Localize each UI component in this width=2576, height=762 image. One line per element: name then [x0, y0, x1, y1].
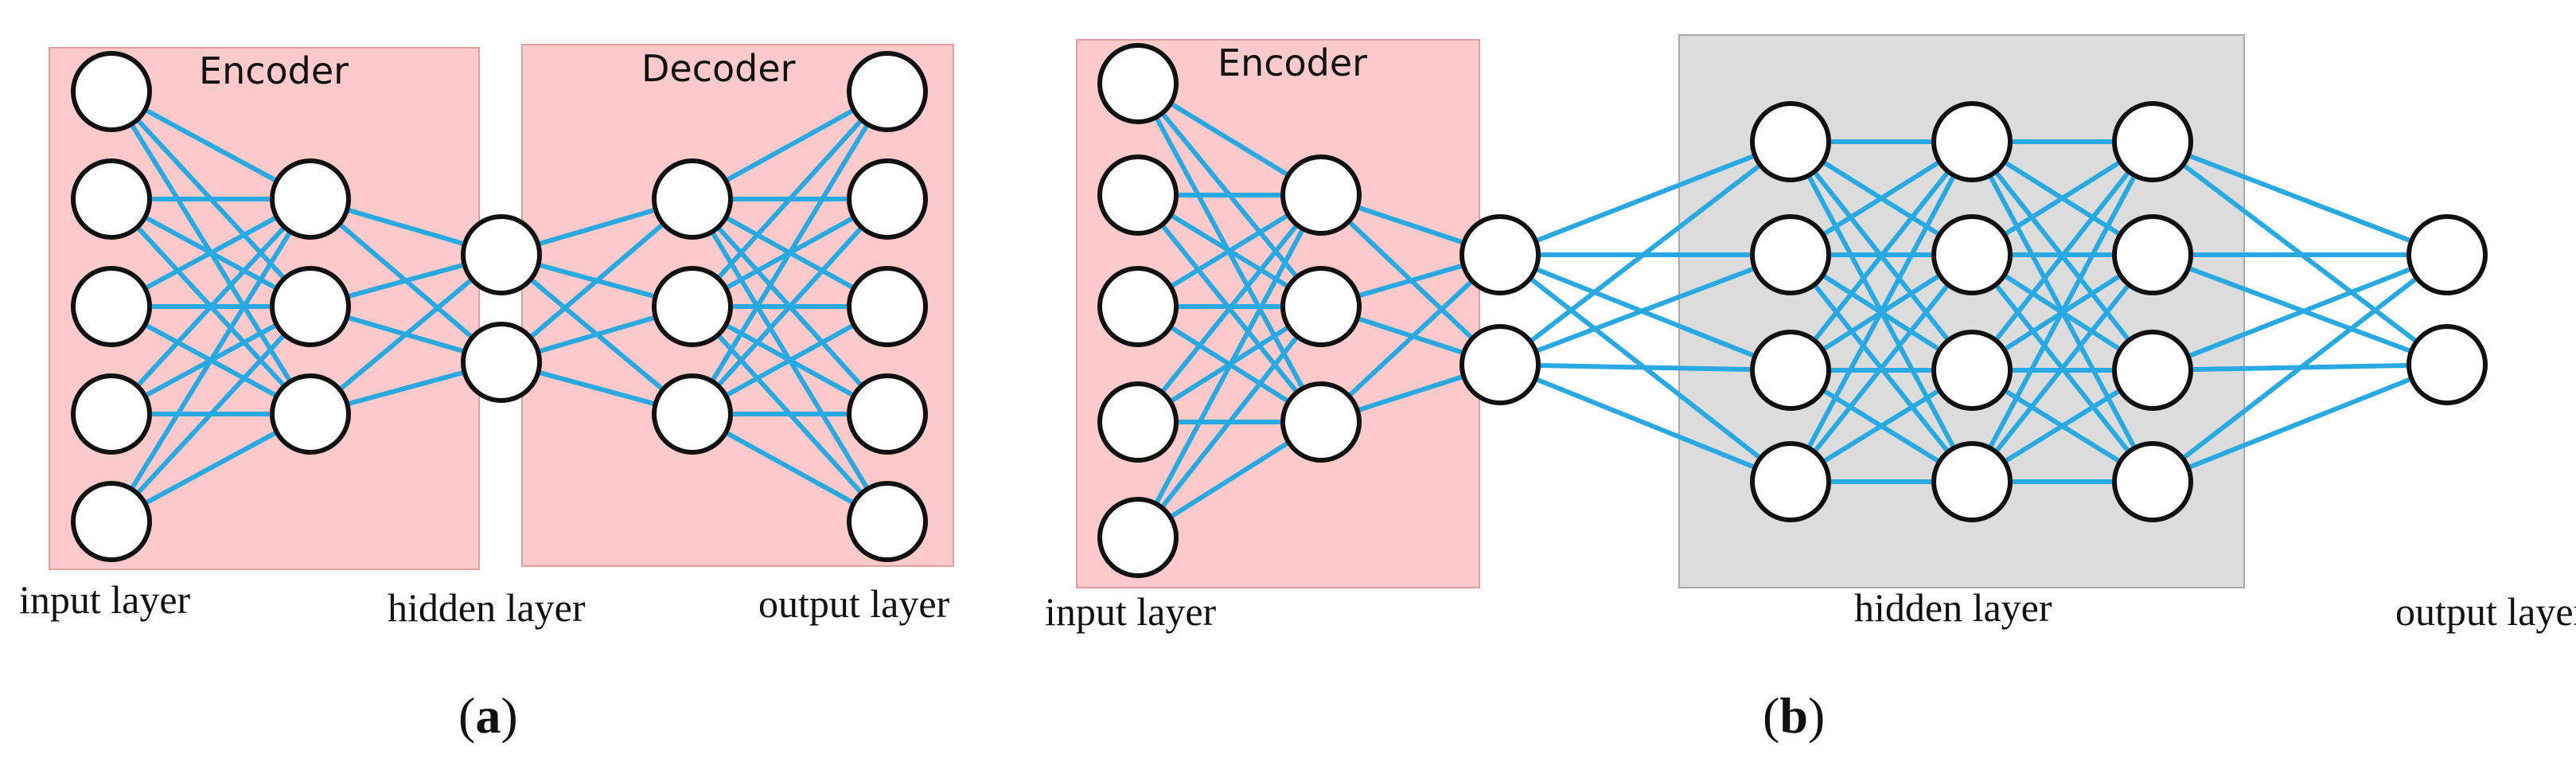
b-hidden-1-node-2	[1750, 330, 1831, 411]
a-caption-close: )	[501, 687, 517, 744]
b-enc-hidden-node-0	[1280, 154, 1362, 236]
b-hidden-2-node-2	[1931, 330, 2013, 411]
a-dec-hidden-1-to-a-output-0-edge	[690, 89, 890, 309]
b-hidden-2-3-to-b-hidden-3-1-edge	[1970, 253, 2155, 483]
b-hidden-3-2-to-b-output-0-edge	[2151, 252, 2449, 373]
b-hidden-1-2-to-b-hidden-2-0-edge	[1788, 140, 1974, 372]
a-output-node-3	[847, 373, 928, 455]
b-input-3-to-b-enc-hidden-0-edge	[1136, 193, 1323, 424]
a-enc-hidden-node-1	[270, 266, 351, 347]
b-caption-open: (	[1763, 687, 1779, 744]
b-hidden-2-node-1	[1931, 214, 2013, 295]
a-input-node-2	[71, 266, 152, 347]
b-output-layer-label: output layer	[2395, 589, 2576, 634]
b-caption: (b)	[1763, 687, 1825, 744]
b-hidden-2-2-to-b-hidden-3-0-edge	[1970, 140, 2155, 372]
b-hidden-3-node-2	[2112, 330, 2193, 411]
b-input-node-4	[1097, 497, 1179, 578]
a-input-node-0	[71, 51, 152, 132]
a-bottleneck-node-0	[461, 214, 542, 295]
a-input-node-1	[71, 158, 152, 240]
b-hidden-2-node-0	[1931, 101, 2013, 182]
a-bottleneck-node-1	[461, 322, 542, 403]
a-bottleneck-1-to-a-dec-hidden-0-edge	[500, 197, 694, 365]
b-output-node-0	[2406, 214, 2488, 295]
b-enc-hidden-2-to-b-bottleneck-0-edge	[1319, 252, 1502, 424]
b-bottleneck-node-1	[1459, 324, 1541, 405]
a-caption-open: (	[458, 687, 475, 744]
b-hidden-layer-label: hidden layer	[1854, 585, 2052, 630]
b-enc-hidden-node-1	[1280, 266, 1362, 347]
b-hidden-2-3-to-b-hidden-3-0-edge	[1970, 140, 2155, 483]
b-hidden-3-node-3	[2112, 441, 2193, 522]
a-enc-hidden-node-2	[270, 373, 351, 455]
a-input-node-3	[71, 373, 152, 455]
a-hidden-layer-label: hidden layer	[388, 585, 586, 630]
a-output-node-0	[847, 51, 928, 132]
a-enc-hidden-2-to-a-bottleneck-0-edge	[309, 252, 503, 416]
a-caption: (a)	[458, 687, 518, 744]
b-bottleneck-0-to-b-hidden-1-2-edge	[1498, 252, 1792, 373]
nodes	[71, 43, 2488, 578]
b-bottleneck-1-to-b-hidden-1-1-edge	[1498, 252, 1792, 367]
a-dec-hidden-node-2	[652, 373, 733, 455]
b-bottleneck-1-to-b-hidden-1-3-edge	[1498, 362, 1792, 484]
a-dec-hidden-2-to-a-output-0-edge	[690, 90, 890, 416]
b-caption-letter: b	[1779, 687, 1808, 744]
b-hidden-1-node-0	[1750, 101, 1831, 182]
b-hidden-3-1-to-b-output-1-edge	[2151, 252, 2449, 367]
a-output-node-4	[847, 481, 928, 562]
b-input-node-1	[1097, 154, 1179, 236]
b-enc-hidden-node-2	[1280, 381, 1362, 463]
b-input-node-0	[1097, 43, 1179, 124]
b-bottleneck-1-to-b-hidden-1-0-edge	[1498, 139, 1792, 367]
b-hidden-1-node-1	[1750, 214, 1831, 295]
a-input-4-to-a-enc-hidden-1-edge	[109, 304, 313, 524]
b-encoder-label: Encoder	[1218, 41, 1367, 84]
b-bottleneck-0-to-b-hidden-1-0-edge	[1498, 139, 1792, 257]
a-dec-hidden-2-to-a-output-1-edge	[690, 197, 890, 416]
b-hidden-3-node-0	[2112, 101, 2193, 182]
b-input-4-to-b-enc-hidden-0-edge	[1136, 193, 1323, 539]
a-dec-hidden-node-1	[652, 266, 733, 347]
a-output-layer-label: output layer	[758, 581, 950, 626]
a-input-node-4	[71, 481, 152, 562]
b-hidden-1-3-to-b-hidden-2-1-edge	[1788, 253, 1974, 483]
a-enc-hidden-node-0	[270, 158, 351, 240]
b-hidden-1-3-to-b-hidden-2-0-edge	[1788, 140, 1974, 483]
b-input-layer-label: input layer	[1045, 589, 1217, 634]
b-hidden-1-node-3	[1750, 441, 1831, 522]
a-output-node-2	[847, 266, 928, 347]
a-input-3-to-a-enc-hidden-0-edge	[109, 197, 313, 416]
b-hidden-3-3-to-b-output-1-edge	[2151, 362, 2449, 484]
a-decoder-label: Decoder	[641, 47, 796, 90]
b-input-node-3	[1097, 381, 1179, 463]
b-bottleneck-1-to-b-hidden-1-2-edge	[1499, 362, 1791, 373]
b-input-node-2	[1097, 266, 1179, 347]
b-hidden-2-node-3	[1931, 441, 2013, 522]
a-dec-hidden-node-0	[652, 158, 733, 240]
a-input-4-to-a-enc-hidden-0-edge	[109, 197, 313, 523]
b-output-node-1	[2406, 324, 2488, 405]
a-input-layer-label: input layer	[19, 577, 191, 622]
b-caption-close: )	[1808, 687, 1825, 744]
a-output-node-1	[847, 158, 928, 240]
a-encoder-label: Encoder	[199, 49, 349, 92]
b-hidden-3-3-to-b-output-0-edge	[2151, 252, 2449, 484]
b-input-4-to-b-enc-hidden-1-edge	[1136, 305, 1323, 539]
a-caption-letter: a	[475, 687, 501, 744]
b-hidden-3-node-1	[2112, 214, 2193, 295]
b-bottleneck-node-0	[1459, 214, 1541, 295]
b-hidden-3-0-to-b-output-0-edge	[2151, 139, 2449, 257]
